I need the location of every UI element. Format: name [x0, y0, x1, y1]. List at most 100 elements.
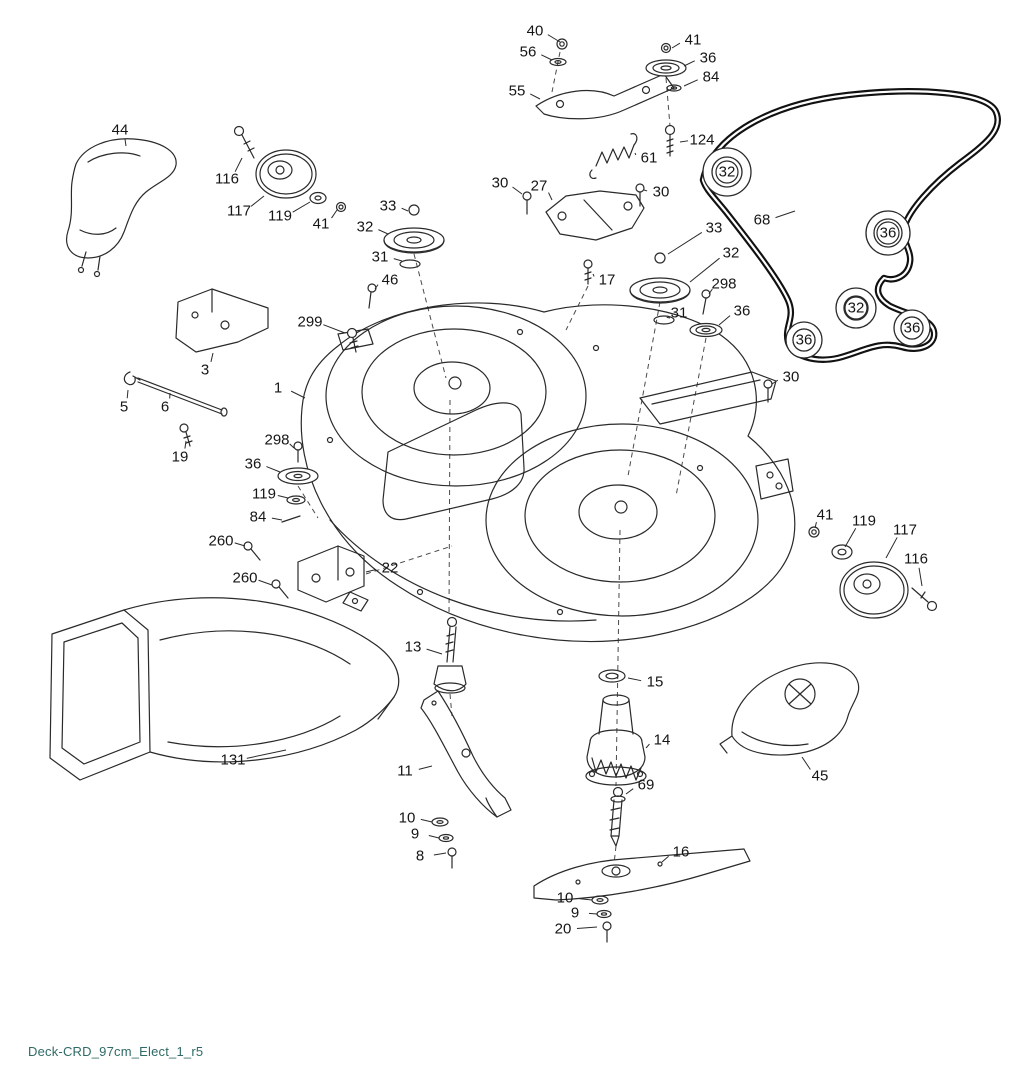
leader-line	[331, 209, 338, 219]
deflector-bolt	[77, 266, 85, 274]
leader-line	[671, 42, 681, 49]
mower-deck-1	[300, 302, 796, 643]
part-label: 33	[706, 220, 723, 237]
spindle-shaft-69	[609, 786, 626, 847]
part-label: 1	[274, 380, 282, 397]
pulley-stack-left	[367, 204, 445, 309]
idler-pulley-36-left	[277, 467, 319, 485]
part-label: 41	[817, 507, 834, 524]
leader-line	[548, 192, 553, 201]
blade-11	[420, 690, 512, 818]
part-label: 69	[638, 777, 655, 794]
leader-line	[885, 537, 898, 559]
leader-line	[645, 743, 650, 749]
leader-line	[666, 316, 671, 319]
bolt-30-left	[522, 191, 532, 215]
bracket-55	[535, 73, 675, 120]
leader-line	[683, 60, 695, 67]
idler-arm-27	[545, 190, 645, 241]
part-label: 117	[227, 203, 251, 220]
leader-line	[918, 567, 923, 587]
deck-plate-right	[755, 458, 794, 500]
bolt-124	[664, 124, 676, 157]
drawing-id: Deck-CRD_97cm_Elect_1_r5	[28, 1044, 204, 1059]
washer-31-right	[653, 315, 675, 325]
part-label: 10	[399, 810, 416, 827]
part-label: 32	[719, 164, 736, 181]
washer-119-deck	[286, 495, 306, 505]
part-label: 84	[703, 69, 720, 86]
part-label: 8	[416, 848, 424, 865]
part-label: 45	[812, 768, 829, 785]
nut-41-top	[660, 42, 672, 54]
part-label: 260	[232, 570, 257, 587]
bolt-116-left	[233, 125, 255, 159]
idler-pulley-36-right	[689, 322, 723, 338]
leader-line	[234, 542, 246, 547]
bolt-17	[583, 259, 593, 285]
leader-line	[844, 528, 857, 548]
leader-line	[246, 749, 287, 759]
part-label: 14	[654, 732, 671, 749]
part-label-circle	[900, 316, 924, 340]
leader-line	[433, 852, 447, 856]
leader-line	[210, 352, 214, 362]
cotter-pin-5	[123, 371, 141, 386]
part-label: 9	[571, 905, 579, 922]
leader-line	[323, 324, 346, 334]
leader-line	[271, 517, 283, 521]
part-label: 36	[700, 50, 717, 67]
part-label: 13	[405, 639, 422, 656]
leader-line	[378, 229, 389, 235]
part-label-circle	[876, 221, 900, 245]
leader-line	[234, 157, 243, 172]
part-label: 299	[297, 314, 322, 331]
leader-line	[277, 494, 289, 499]
leader-line	[547, 34, 561, 43]
mandrel-cover-45	[719, 662, 860, 756]
leader-line	[292, 201, 311, 213]
leader-line	[627, 677, 642, 682]
leader-line	[576, 926, 598, 929]
part-label: 124	[689, 132, 714, 149]
nut-33-left	[408, 204, 420, 216]
part-label: 19	[172, 449, 189, 466]
deflector-bolt	[93, 270, 101, 278]
part-label: 119	[252, 486, 276, 503]
part-label: 119	[268, 208, 292, 225]
deck-bracket-right	[639, 371, 777, 425]
gauge-wheel-left-117	[233, 125, 347, 213]
bolt-19	[179, 423, 193, 447]
leader-line	[365, 568, 377, 573]
part-label: 41	[313, 216, 330, 233]
leader-line	[814, 522, 817, 529]
leader-line	[393, 258, 403, 262]
part-label: 33	[380, 198, 397, 215]
washer-119-left	[309, 191, 327, 205]
part-label: 36	[734, 303, 751, 320]
part-label: 15	[647, 674, 664, 691]
discharge-chute-131	[49, 597, 400, 781]
part-label: 119	[852, 513, 876, 530]
part-label: 32	[723, 245, 740, 262]
part-label: 36	[796, 332, 813, 349]
leader-line	[771, 379, 779, 385]
part-label: 44	[112, 122, 129, 139]
leader-line	[401, 207, 409, 212]
part-label: 298	[264, 432, 289, 449]
part-label: 3	[201, 362, 209, 379]
leader-line	[634, 152, 637, 156]
bolt-116-right	[911, 587, 938, 612]
part-label: 116	[904, 551, 928, 568]
part-label: 6	[161, 399, 169, 416]
part-label: 30	[653, 184, 670, 201]
part-label-circle	[844, 296, 868, 320]
part-label: 46	[382, 272, 399, 289]
part-label-circle	[792, 328, 816, 352]
part-label: 11	[397, 763, 413, 780]
part-label: 30	[492, 175, 509, 192]
spring-61	[589, 133, 638, 179]
washer-56	[549, 57, 567, 67]
